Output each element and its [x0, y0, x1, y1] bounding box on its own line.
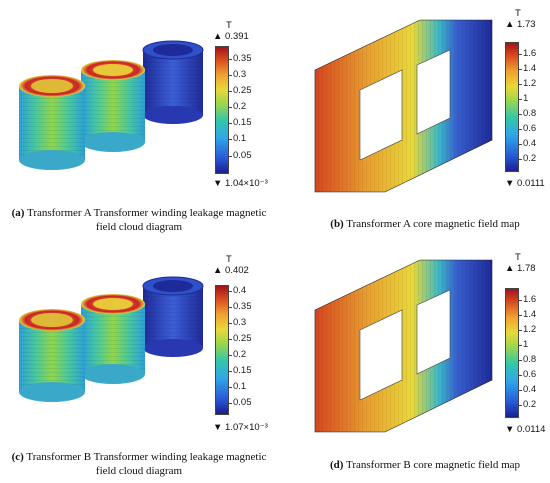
caption-tag-c: (c)	[11, 451, 24, 463]
caption-b: (b) Transformer A core magnetic field ma…	[300, 217, 550, 231]
caption-tag-d: (d)	[329, 459, 344, 471]
coil-1	[19, 75, 85, 170]
core-field-plot-d	[314, 259, 493, 433]
color-bar-d	[505, 288, 519, 418]
coil-3	[142, 276, 204, 357]
max-value-c: ▲ 0.402	[213, 265, 249, 276]
caption-tag-a: (a)	[11, 207, 25, 219]
tick-a-6: 0.05	[228, 150, 252, 161]
tick-c-3: 0.25	[228, 333, 252, 344]
tick-c-6: 0.1	[227, 381, 247, 392]
tick-b-7: 0.2	[517, 153, 537, 164]
caption-text-a-1: Transformer A Transformer winding leakag…	[26, 207, 267, 219]
tick-b-2: 1.2	[517, 78, 537, 89]
tick-c-0: 0.4	[227, 285, 247, 296]
caption-text-b: Transformer A core magnetic field map	[346, 218, 520, 230]
min-value-b: ▼ 0.0111	[505, 178, 545, 189]
tick-d-5: 0.6	[517, 369, 537, 380]
tick-a-5: 0.1	[227, 133, 247, 144]
caption-c: (c) Transformer B Transformer winding le…	[8, 450, 270, 478]
coil-2	[81, 60, 145, 152]
core-window-right	[416, 49, 451, 135]
caption-text-a-2: field cloud diagram	[95, 221, 183, 233]
max-value-d: ▲ 1.78	[505, 263, 536, 274]
color-bar-c	[215, 285, 229, 415]
core-window-right	[416, 289, 451, 375]
coil-2	[81, 294, 145, 384]
tick-a-0: 0.35	[228, 53, 252, 64]
tick-b-4: 0.8	[517, 108, 537, 119]
tick-c-7: 0.05	[228, 397, 252, 408]
max-value-b: ▲ 1.73	[505, 19, 536, 30]
tick-d-3: 1	[517, 339, 529, 350]
caption-text-d: Transformer B core magnetic field map	[346, 459, 521, 471]
tick-d-0: 1.6	[517, 294, 537, 305]
color-bar-a	[215, 46, 229, 174]
core-window-left	[359, 309, 403, 401]
tick-a-2: 0.25	[228, 85, 252, 96]
min-value-d: ▼ 0.0114	[505, 424, 546, 435]
tick-d-1: 1.4	[517, 309, 537, 320]
caption-d: (d) Transformer B core magnetic field ma…	[300, 458, 550, 472]
unit-label-a: T	[226, 20, 232, 31]
caption-text-c-1: Transformer B Transformer winding leakag…	[26, 451, 267, 463]
tick-d-2: 1.2	[517, 324, 537, 335]
winding-field-plot-a	[19, 40, 204, 170]
tick-c-5: 0.15	[228, 365, 252, 376]
caption-a: (a) Transformer A Transformer winding le…	[8, 206, 270, 234]
tick-b-1: 1.4	[517, 63, 537, 74]
tick-b-3: 1	[517, 93, 529, 104]
caption-tag-b: (b)	[330, 218, 344, 230]
tick-a-1: 0.3	[227, 69, 247, 80]
unit-label-d: T	[515, 252, 521, 263]
tick-b-0: 1.6	[517, 48, 537, 59]
min-value-a: ▼ 1.04×10⁻³	[213, 178, 268, 189]
coil-1	[19, 309, 85, 402]
winding-field-plot-c	[19, 276, 204, 402]
tick-c-4: 0.2	[227, 349, 247, 360]
tick-b-5: 0.6	[517, 123, 537, 134]
caption-text-c-2: field cloud diagram	[95, 465, 183, 477]
tick-d-6: 0.4	[517, 384, 537, 395]
max-value-a: ▲ 0.391	[213, 31, 249, 42]
tick-b-6: 0.4	[517, 138, 537, 149]
core-field-plot-b	[314, 19, 493, 193]
core-window-left	[359, 69, 403, 161]
tick-d-7: 0.2	[517, 399, 537, 410]
coil-3	[142, 40, 204, 124]
min-value-c: ▼ 1.07×10⁻³	[213, 422, 268, 433]
tick-a-4: 0.15	[228, 117, 252, 128]
tick-c-1: 0.35	[228, 301, 252, 312]
unit-label-b: T	[515, 8, 521, 19]
tick-d-4: 0.8	[517, 354, 537, 365]
unit-label-c: T	[226, 254, 232, 265]
tick-c-2: 0.3	[227, 317, 247, 328]
tick-a-3: 0.2	[227, 101, 247, 112]
color-bar-b	[505, 42, 519, 172]
